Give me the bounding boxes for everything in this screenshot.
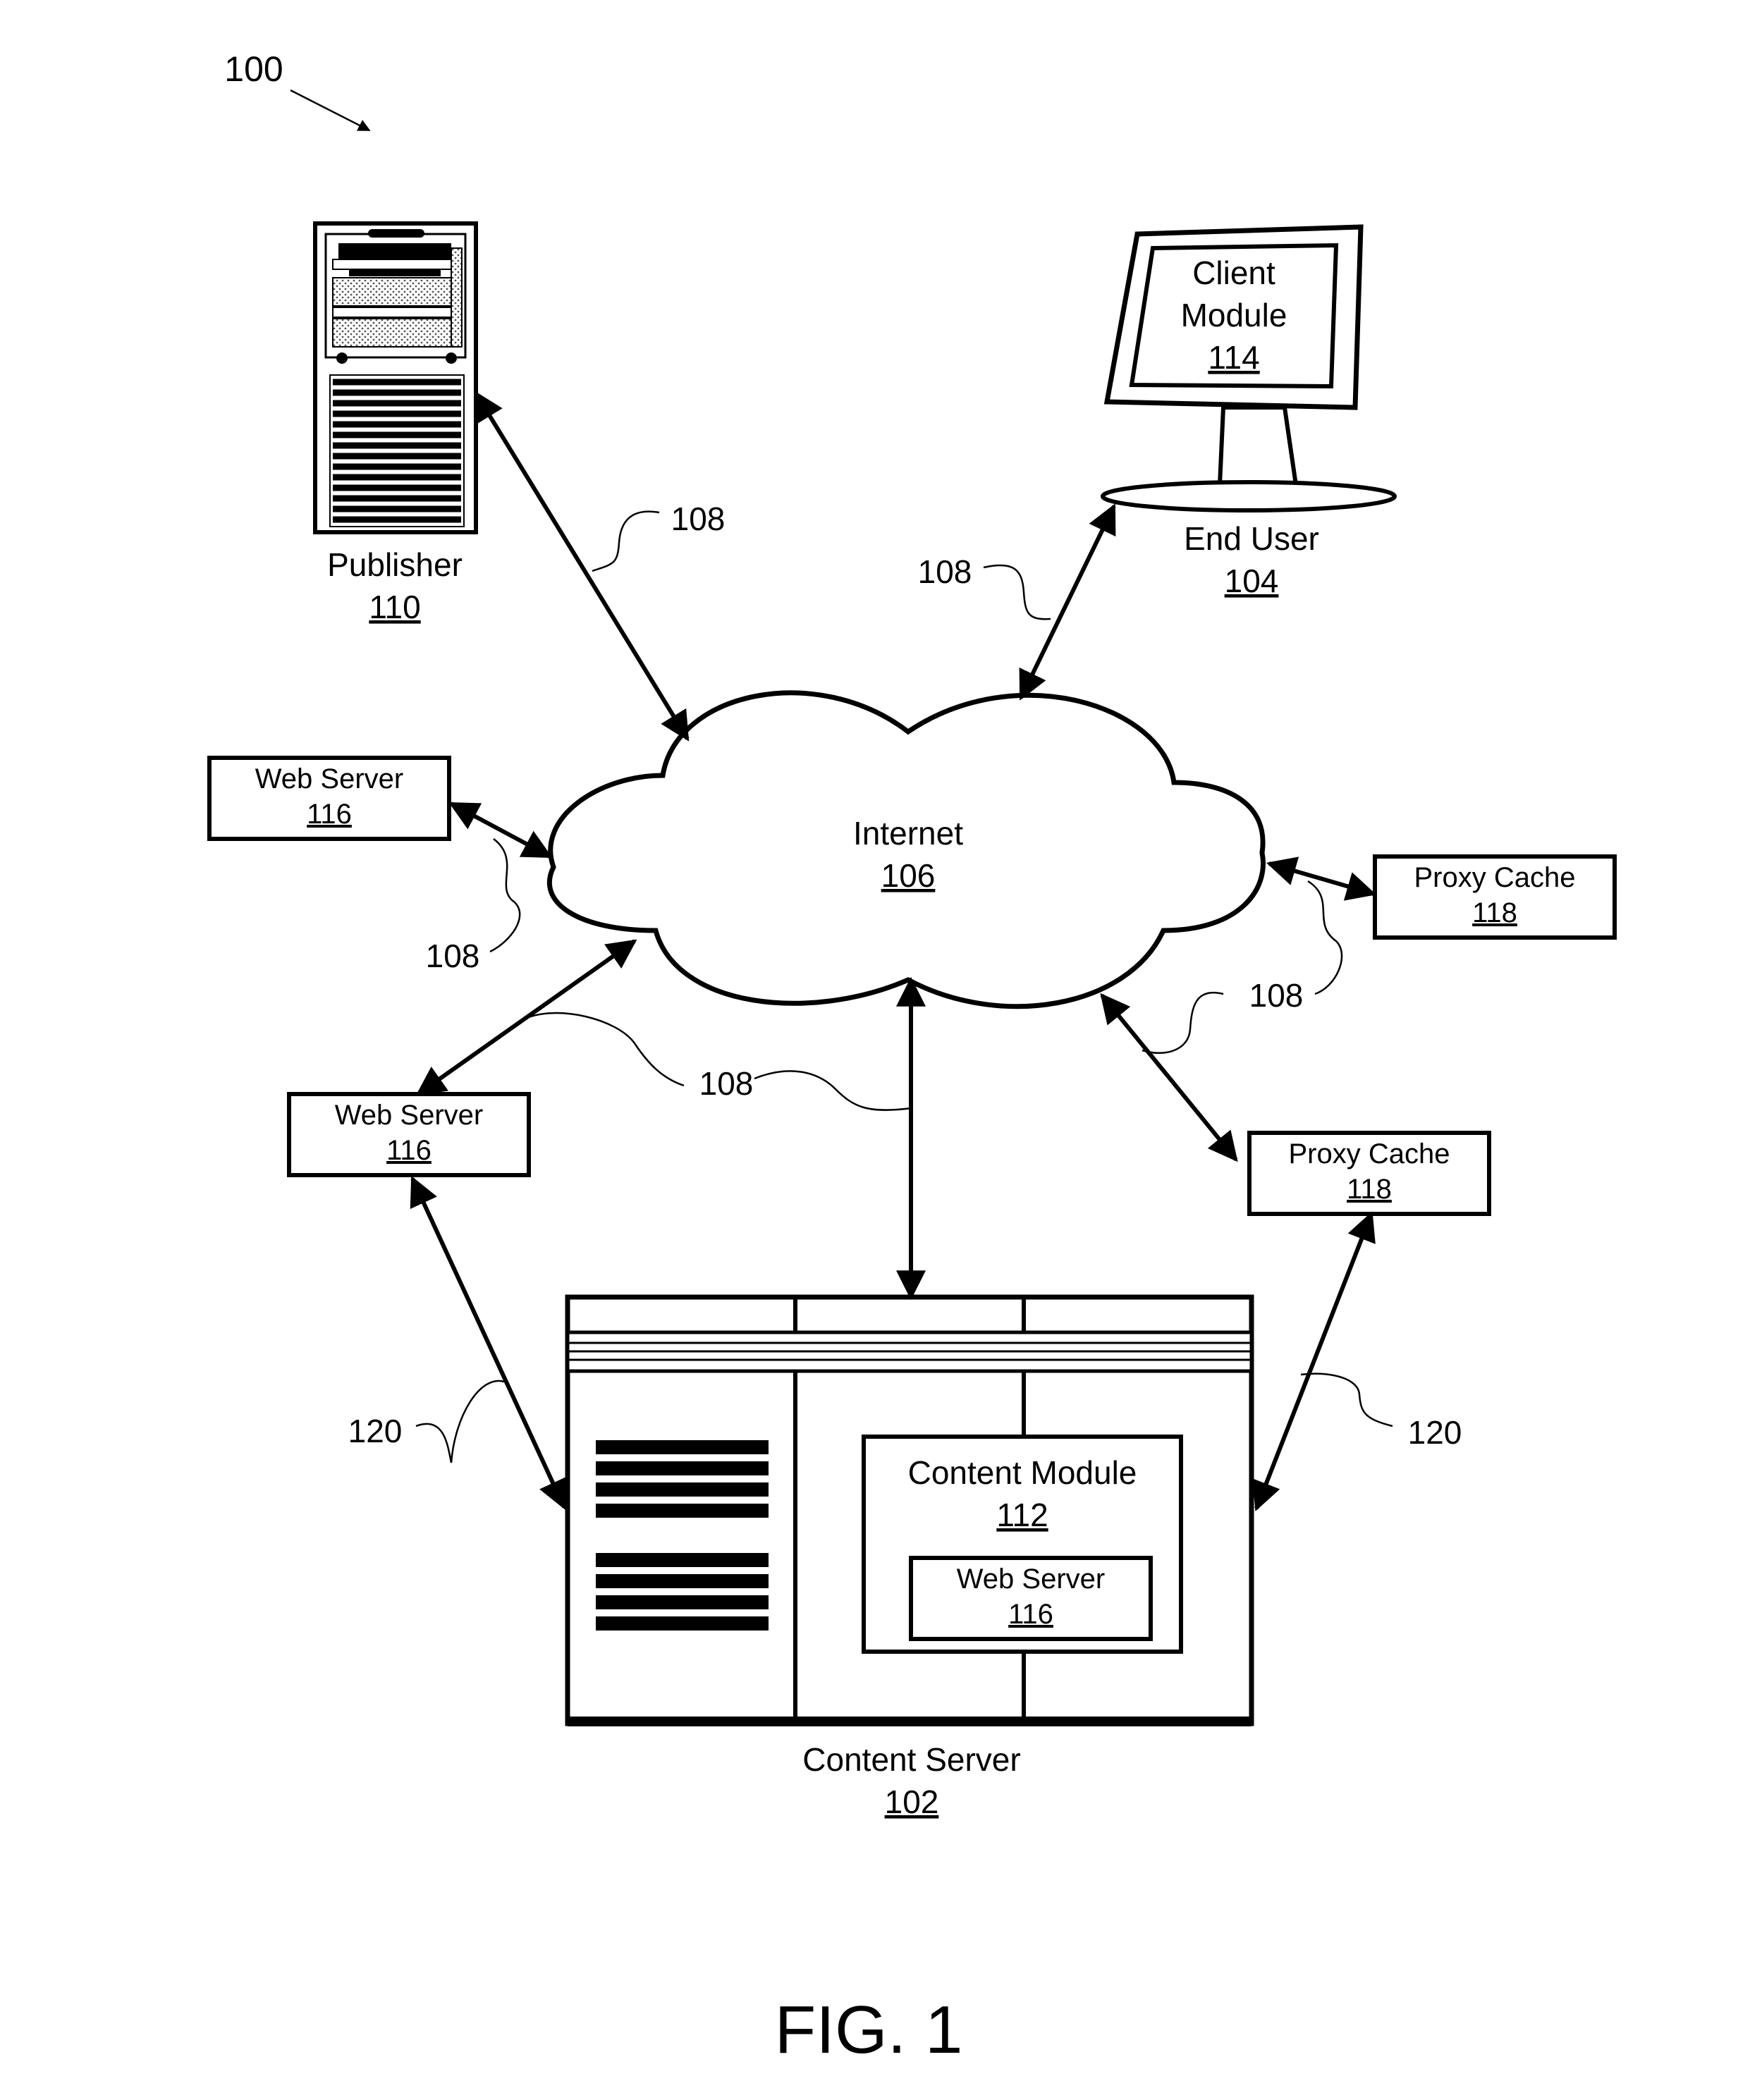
link-enduser-internet (1021, 506, 1114, 698)
internet-label: Internet (853, 815, 963, 852)
content-server-ref: 102 (885, 1783, 939, 1820)
end-user-ref: 104 (1225, 563, 1279, 599)
internet-ref: 106 (881, 857, 936, 894)
publisher-label: Publisher (327, 546, 463, 583)
ref-120-left: 120 (348, 1413, 403, 1449)
figure-ref-pointer (290, 90, 369, 130)
link-webserver-left-content-server (412, 1179, 564, 1507)
client-module-line1: Client (1192, 254, 1275, 291)
client-module-line2: Module (1181, 297, 1287, 333)
web-server-top-label: Web Server (255, 763, 403, 794)
ref-108-publisher: 108 (671, 501, 726, 537)
web-server-inner-ref: 116 (1008, 1599, 1053, 1630)
web-server-top-ref: 116 (307, 799, 352, 830)
proxy-cache-lower-ref: 118 (1347, 1174, 1392, 1205)
web-server-inner-label: Web Server (957, 1564, 1105, 1595)
link-webserver-top-internet (451, 804, 550, 856)
link-internet-proxy-lower (1102, 995, 1236, 1160)
ref-108-enduser: 108 (918, 553, 972, 590)
figure-caption: FIG. 1 (775, 1992, 963, 2068)
content-server-label: Content Server (802, 1741, 1020, 1778)
publisher-server-icon (315, 223, 476, 532)
client-module-ref: 114 (1208, 339, 1259, 376)
ref-108-webserver-top: 108 (426, 938, 480, 974)
link-internet-proxy-right (1269, 864, 1373, 894)
link-proxy-lower-content-server (1256, 1214, 1371, 1509)
proxy-cache-right-label: Proxy Cache (1414, 862, 1576, 893)
web-server-left-label: Web Server (335, 1100, 483, 1131)
ref-108-proxy-right: 108 (1249, 977, 1304, 1014)
ref-120-right: 120 (1408, 1414, 1462, 1451)
proxy-cache-lower-label: Proxy Cache (1289, 1138, 1450, 1169)
link-publisher-internet (476, 393, 687, 739)
proxy-cache-right-ref: 118 (1472, 897, 1517, 928)
ref-108-center: 108 (699, 1065, 754, 1102)
web-server-left-ref: 116 (386, 1135, 432, 1166)
publisher-ref: 110 (369, 589, 420, 625)
end-user-label: End User (1184, 520, 1319, 557)
content-module-label: Content Module (908, 1454, 1137, 1491)
figure-ref-label: 100 (224, 49, 283, 89)
content-module-ref: 112 (996, 1497, 1048, 1533)
